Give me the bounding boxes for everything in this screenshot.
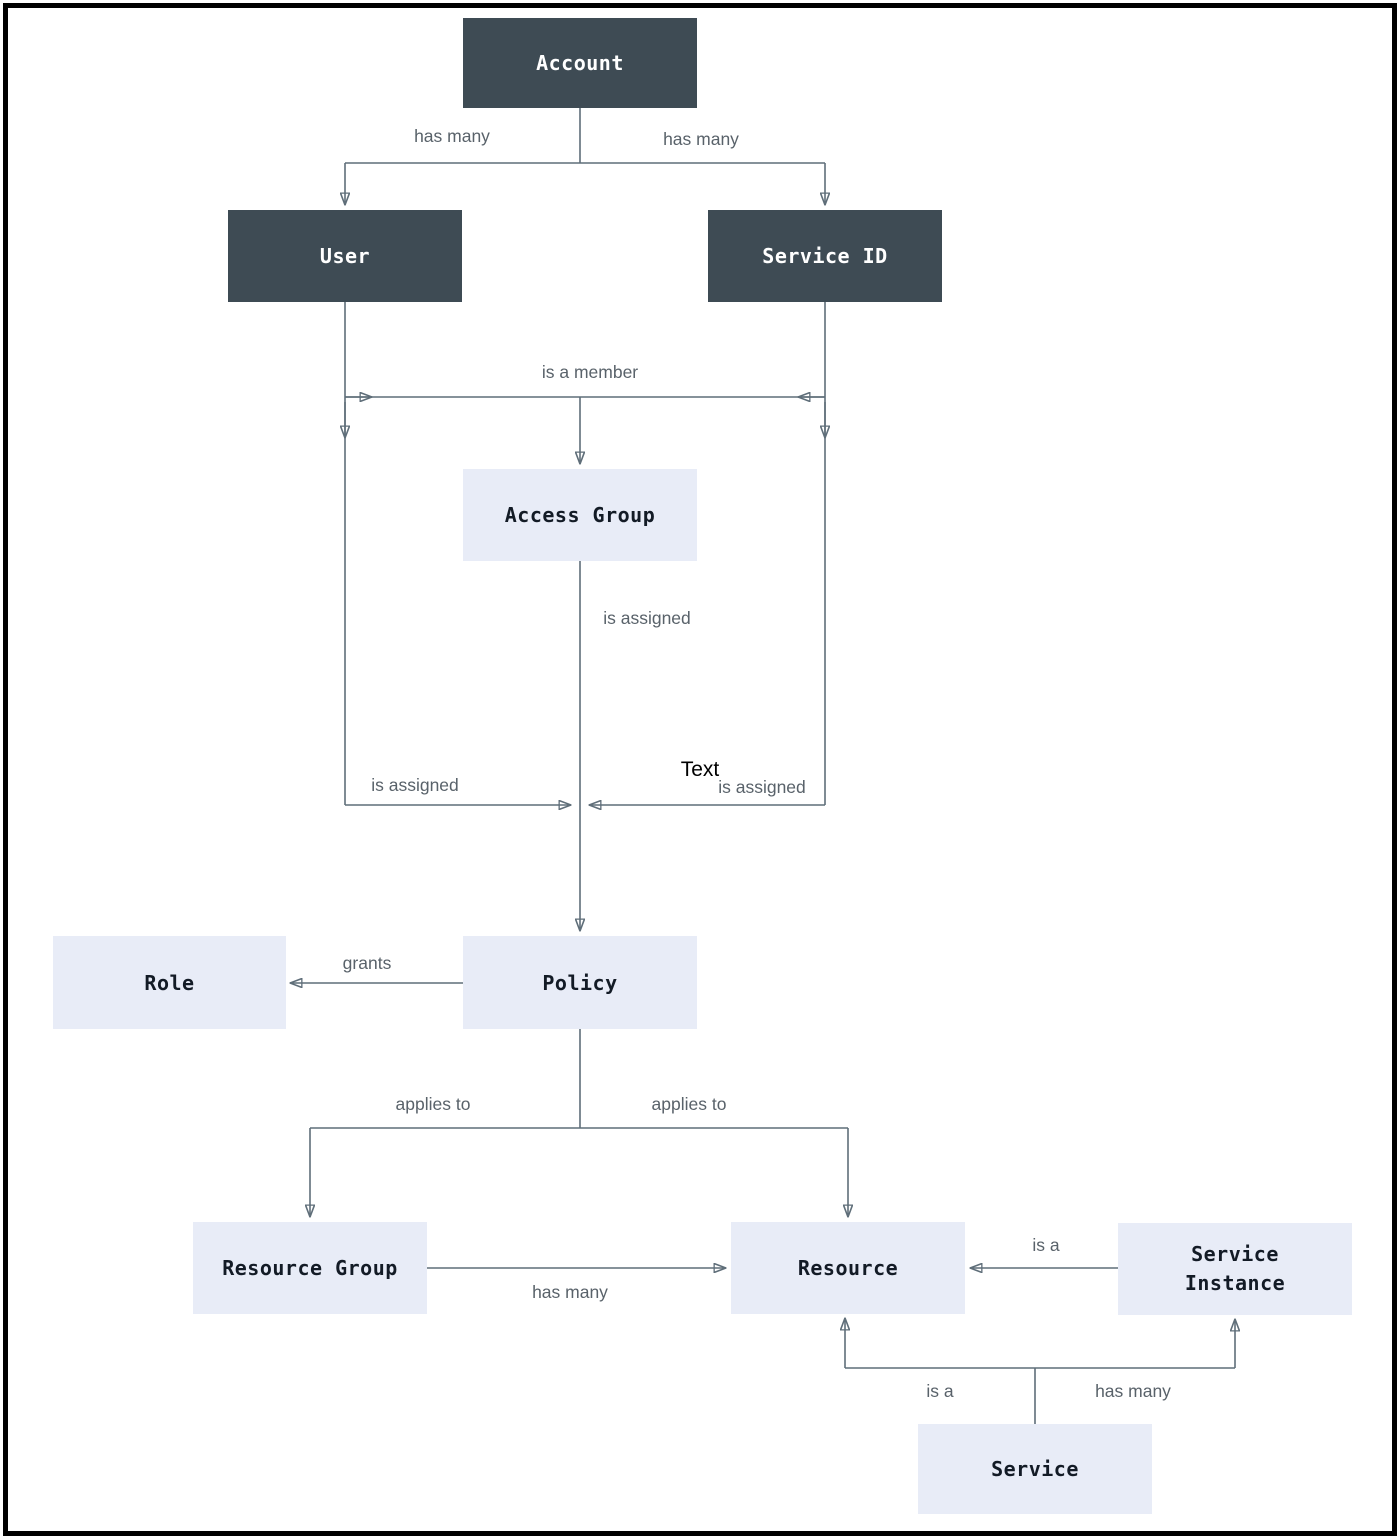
- stray-text-label: Text: [677, 757, 723, 783]
- node-access-group-label: Access Group: [504, 503, 656, 527]
- node-service-label: Service: [991, 1457, 1079, 1481]
- edge-label-has-many-user: has many: [411, 125, 493, 147]
- node-service-instance: Service Instance: [1118, 1223, 1352, 1315]
- node-resource-label: Resource: [797, 1256, 899, 1280]
- node-resource-group-label: Resource Group: [222, 1256, 398, 1280]
- node-user-label: User: [319, 244, 371, 268]
- node-policy-label: Policy: [542, 970, 618, 995]
- edge-label-resource-group-has-many: has many: [529, 1281, 611, 1303]
- edge-label-service-is-a: is a: [923, 1380, 957, 1402]
- edge-label-service-instance-is-a: is a: [1029, 1234, 1063, 1256]
- edge-label-has-many-service-id: has many: [660, 128, 742, 150]
- node-access-group: Access Group: [463, 469, 697, 561]
- edge-label-service-has-many: has many: [1092, 1380, 1174, 1402]
- node-resource: Resource: [731, 1222, 965, 1314]
- node-service-id: Service ID: [708, 210, 942, 302]
- node-role-label: Role: [144, 970, 195, 995]
- node-account: Account: [463, 18, 697, 108]
- edge-policy-split: [310, 1029, 848, 1129]
- edge-label-applies-to-resource-group: applies to: [392, 1093, 474, 1115]
- node-resource-group: Resource Group: [193, 1222, 427, 1314]
- node-role: Role: [53, 936, 286, 1029]
- node-service-instance-label: Service Instance: [1184, 1242, 1286, 1295]
- edge-label-service-id-is-assigned: is assigned: [715, 776, 809, 798]
- node-user: User: [228, 210, 462, 302]
- edge-account-split: [345, 108, 825, 164]
- node-service: Service: [918, 1424, 1152, 1514]
- edge-label-applies-to-resource: applies to: [648, 1093, 730, 1115]
- edge-label-is-a-member: is a member: [538, 361, 642, 383]
- node-service-id-label: Service ID: [762, 244, 888, 268]
- node-policy: Policy: [463, 936, 697, 1029]
- edge-service-split: [845, 1367, 1235, 1424]
- edge-label-user-is-assigned: is assigned: [368, 774, 462, 796]
- edge-label-grants: grants: [339, 952, 395, 974]
- node-account-label: Account: [536, 51, 624, 75]
- edge-label-access-group-is-assigned: is assigned: [600, 607, 694, 629]
